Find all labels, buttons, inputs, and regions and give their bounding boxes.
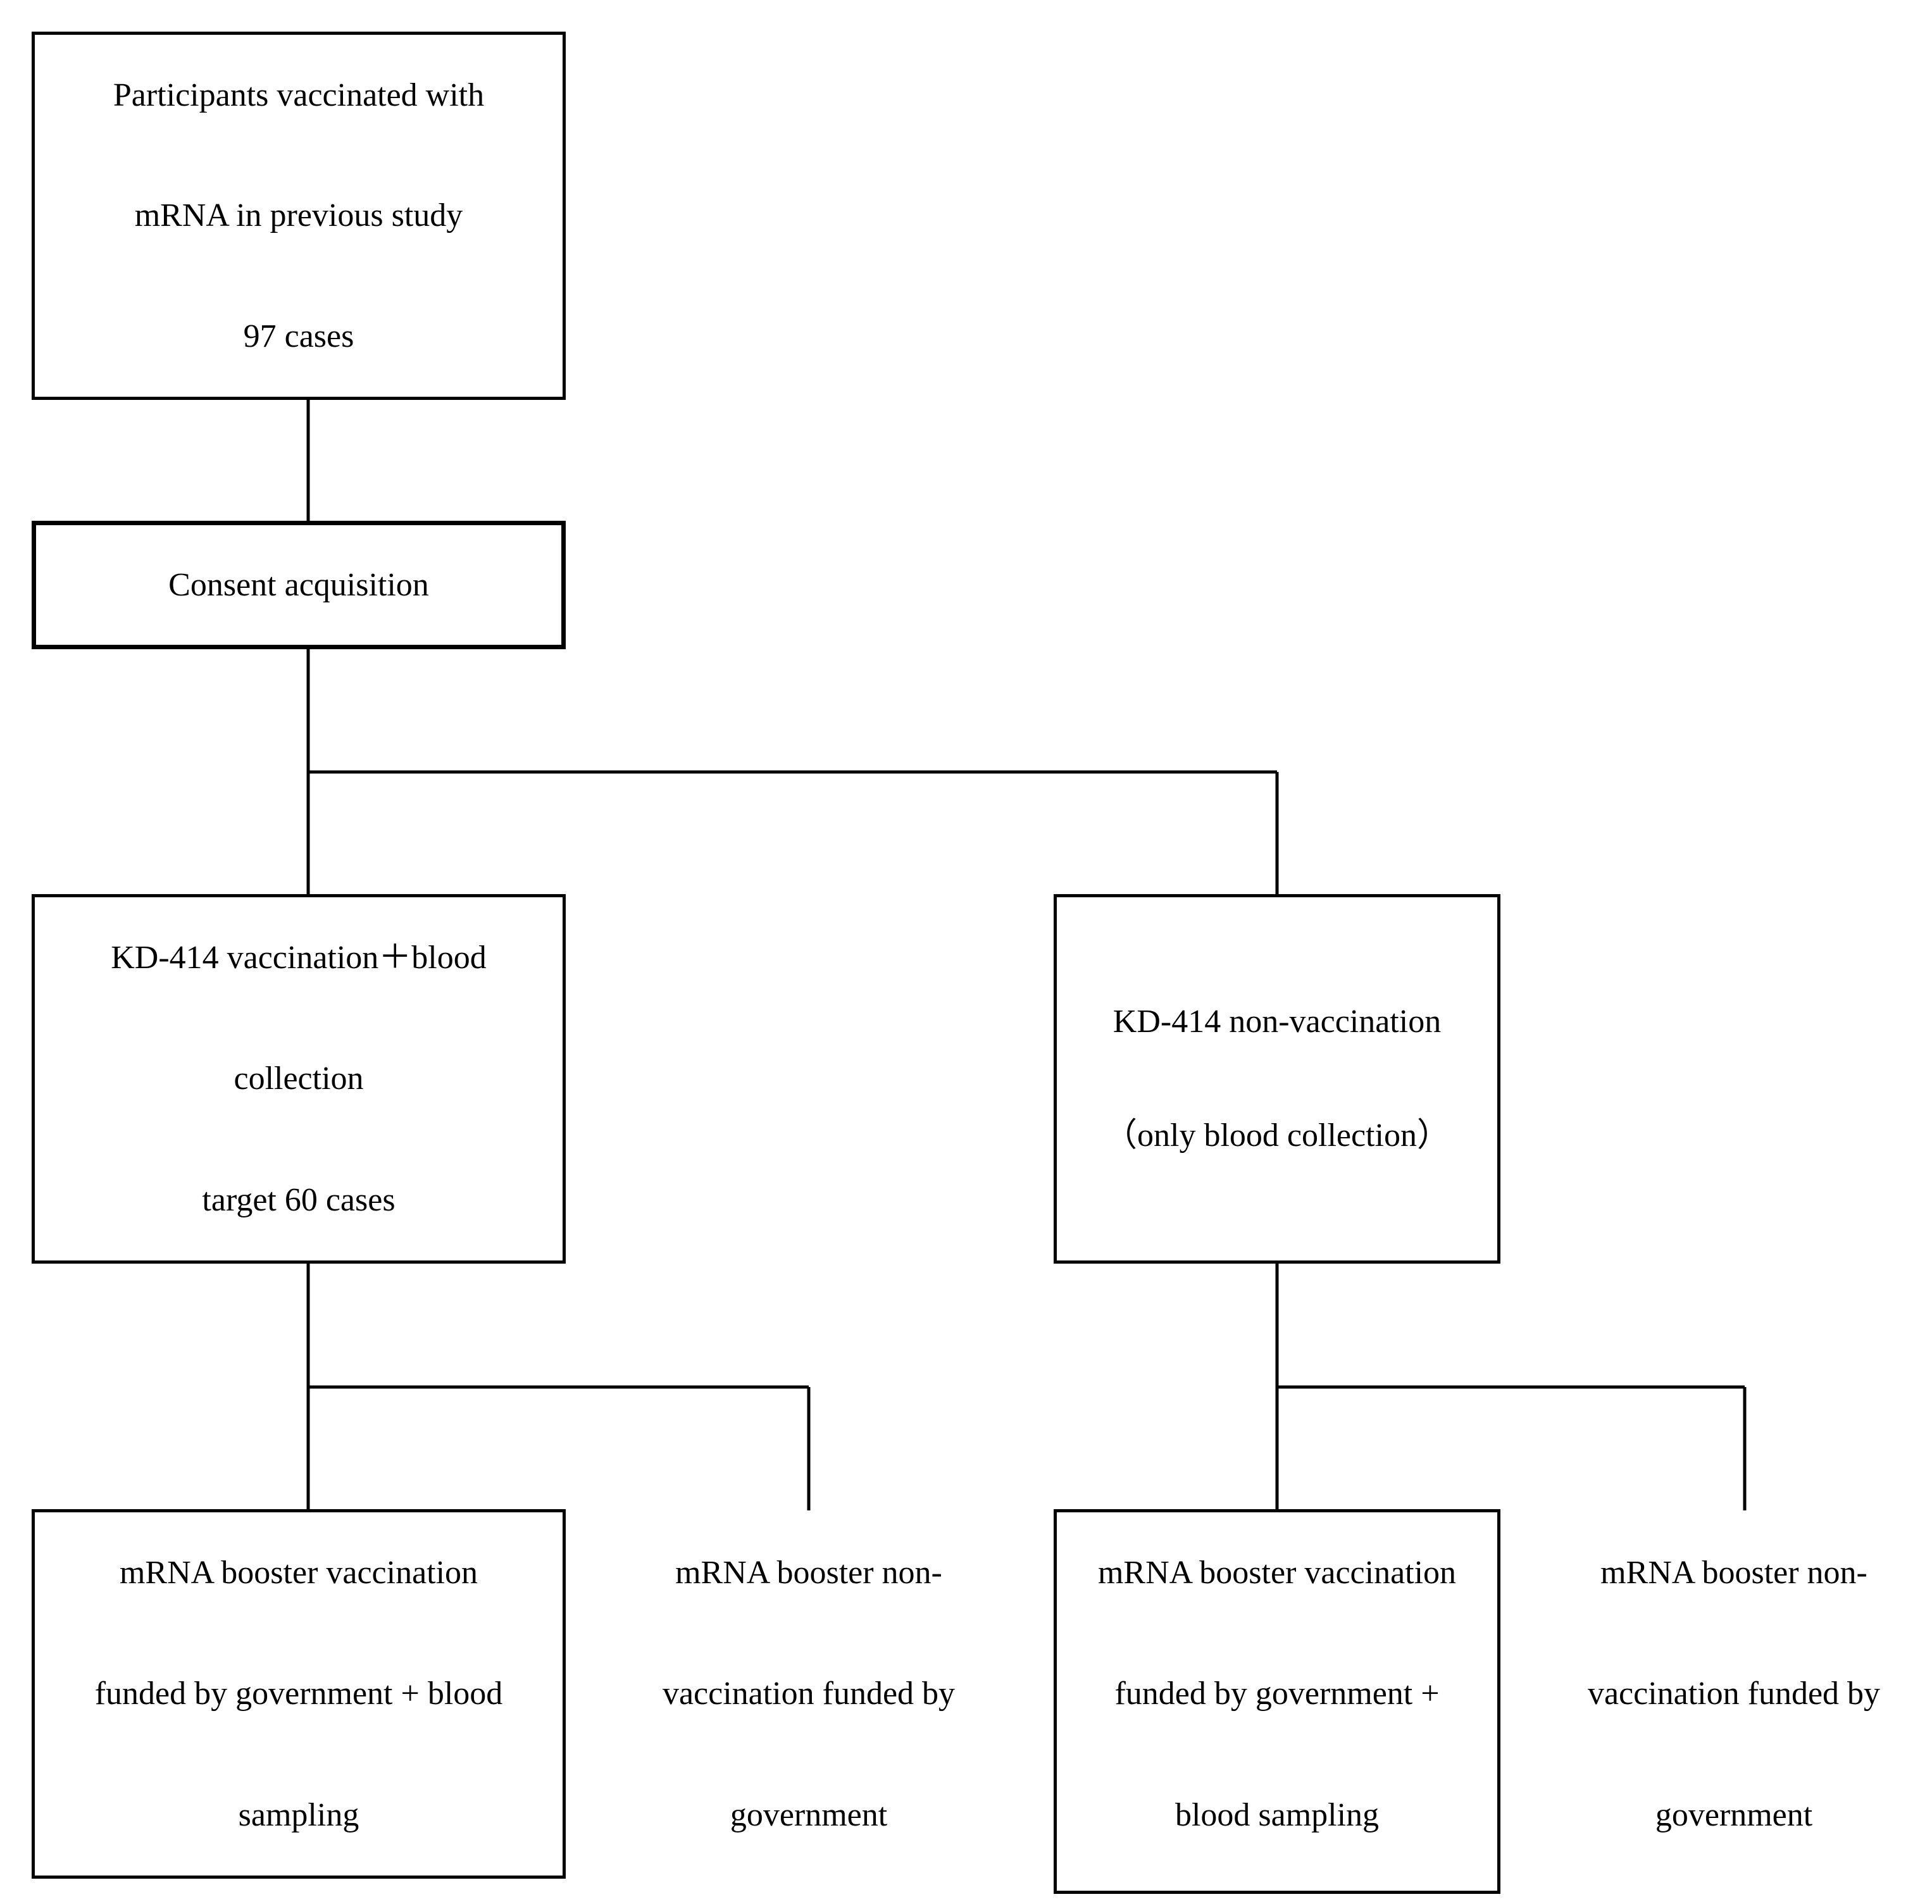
- booster-b-line-3: blood sampling: [1175, 1796, 1380, 1833]
- booster-b-box: [1054, 1509, 1500, 1894]
- participants-box: [32, 32, 566, 400]
- kd414-non-vaccination-line-2: （only blood collection）: [1104, 1117, 1450, 1154]
- non-booster-b-line-1: mRNA booster non-: [1600, 1555, 1867, 1591]
- kd414-vaccination-line-2: collection: [234, 1061, 364, 1097]
- consent-label: Consent acquisition: [32, 521, 566, 649]
- non-booster-b-line-3: government: [1655, 1796, 1813, 1833]
- consent-box: [32, 521, 566, 649]
- participants-line-2: mRNA in previous study: [134, 197, 463, 234]
- booster-b-line-2: funded by government +: [1114, 1676, 1440, 1712]
- non-booster-a-line-3: government: [730, 1796, 888, 1833]
- kd414-vaccination-line-3: target 60 cases: [202, 1181, 396, 1218]
- consent-line-1: Consent acquisition: [168, 566, 429, 603]
- non-booster-a-label: mRNA booster non- vaccination funded by …: [620, 1512, 997, 1876]
- non-booster-a-line-2: vaccination funded by: [662, 1676, 956, 1712]
- kd414-vaccination-line-1: KD-414 vaccination＋blood: [111, 940, 487, 976]
- kd414-vaccination-box: [32, 894, 566, 1264]
- kd414-non-vaccination-line-1: KD-414 non-vaccination: [1112, 1004, 1442, 1040]
- participants-label: Participants vaccinated with mRNA in pre…: [32, 35, 566, 397]
- booster-a-line-1: mRNA booster vaccination: [119, 1555, 478, 1591]
- booster-a-line-2: funded by government + blood: [94, 1676, 503, 1712]
- kd414-non-vaccination-box: [1054, 894, 1500, 1264]
- booster-a-box: [32, 1509, 566, 1879]
- booster-a-label: mRNA booster vaccination funded by gover…: [32, 1512, 566, 1876]
- kd414-vaccination-label: KD-414 vaccination＋blood collection targ…: [32, 897, 566, 1260]
- non-booster-a-line-1: mRNA booster non-: [675, 1555, 942, 1591]
- non-booster-b-label: mRNA booster non- vaccination funded by …: [1544, 1512, 1924, 1876]
- booster-a-line-3: sampling: [238, 1796, 359, 1833]
- participants-line-1: Participants vaccinated with: [113, 77, 485, 113]
- non-booster-b-line-2: vaccination funded by: [1587, 1676, 1881, 1712]
- kd414-non-vaccination-label: KD-414 non-vaccination （only blood colle…: [1054, 965, 1500, 1193]
- booster-b-label: mRNA booster vaccination funded by gover…: [1054, 1512, 1500, 1876]
- booster-b-line-1: mRNA booster vaccination: [1097, 1555, 1457, 1591]
- participants-line-3: 97 cases: [243, 318, 354, 355]
